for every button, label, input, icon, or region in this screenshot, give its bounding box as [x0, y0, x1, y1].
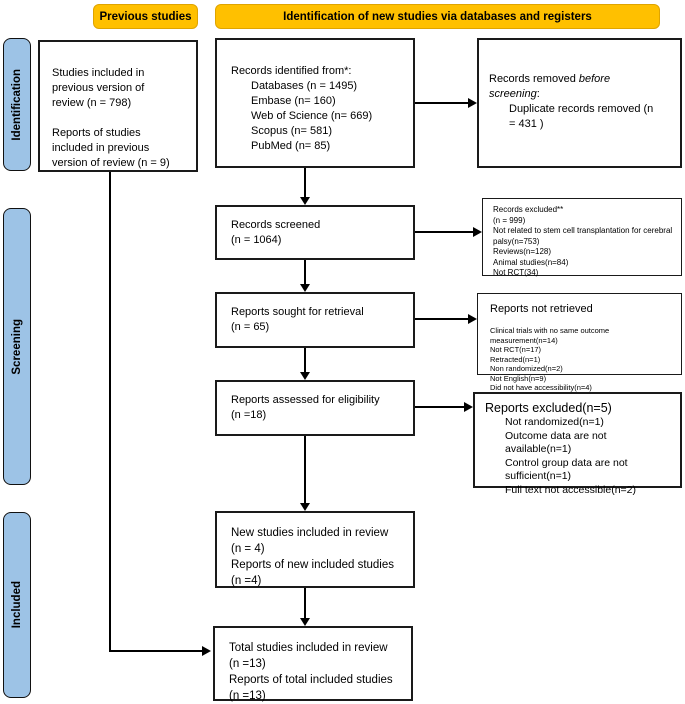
reports-assessed-line2: (n =18)	[231, 409, 267, 421]
header-identification-new-studies: Identification of new studies via databa…	[215, 4, 660, 29]
connector-previous-horizontal	[109, 650, 203, 652]
box-new-studies-included: New studies included in review (n = 4) R…	[215, 511, 415, 588]
reports-not-retrieved-item: Non randomized(n=2)	[490, 364, 563, 373]
records-excluded-line: (n = 999)	[493, 215, 526, 225]
records-removed-item: Duplicate records removed (n = 431 )	[509, 103, 654, 130]
records-removed-prefix: Records removed	[489, 73, 579, 85]
arrowhead-screened-to-excluded	[473, 227, 482, 237]
records-identified-title: Records identified from*:	[231, 65, 352, 77]
arrowhead-sought-to-notretrieved	[468, 314, 477, 324]
box-records-screened: Records screened (n = 1064)	[215, 205, 415, 260]
records-removed-suffix: :	[536, 88, 540, 100]
reports-assessed-line1: Reports assessed for eligibility	[231, 394, 380, 406]
box-total-studies-included: Total studies included in review (n =13)…	[213, 626, 413, 702]
records-identified-item: Databases (n = 1495)	[251, 80, 358, 92]
records-removed-title: Records removed before screening:	[489, 72, 659, 102]
box-previous-review-studies: Studies included in previous version of …	[38, 40, 198, 172]
arrowhead-sought-to-assessed	[300, 372, 310, 380]
previous-review-para1: Studies included in previous version of …	[52, 67, 145, 109]
stage-bar-screening: Screening	[3, 208, 31, 485]
arrow-new-to-total	[304, 588, 306, 619]
reports-not-retrieved-item: Retracted(n=1)	[490, 354, 541, 364]
stage-label-identification: Identification	[11, 68, 23, 141]
records-identified-item: PubMed (n= 85)	[251, 140, 331, 152]
box-records-identified: Records identified from*: Databases (n =…	[215, 38, 415, 168]
stage-label-screening: Screening	[11, 318, 23, 375]
reports-not-retrieved-title: Reports not retrieved	[490, 303, 593, 315]
records-removed-italic: before screening	[489, 73, 611, 100]
records-excluded-line: Not RCT(34)	[493, 268, 539, 277]
reports-sought-line1: Reports sought for retrieval	[231, 306, 364, 318]
box-reports-sought: Reports sought for retrieval (n = 65)	[215, 292, 415, 348]
total-studies-line1: Total studies included in review	[229, 642, 388, 654]
stage-label-included: Included	[11, 581, 23, 629]
arrowhead-new-to-total	[300, 618, 310, 626]
arrow-assessed-to-new	[304, 436, 306, 504]
records-identified-item: Scopus (n= 581)	[251, 125, 333, 137]
total-studies-line4: (n =13)	[229, 690, 266, 702]
stage-bar-identification: Identification	[3, 38, 31, 171]
new-studies-line3: Reports of new included studies	[231, 559, 395, 571]
arrowhead-assessed-to-new	[300, 503, 310, 511]
records-screened-line1: Records screened	[231, 219, 321, 231]
total-studies-line2: (n =13)	[229, 658, 266, 670]
reports-excluded-item: Control group data are not sufficient(n=…	[505, 456, 628, 483]
arrowhead-screened-to-sought	[300, 284, 310, 292]
arrowhead-previous-to-total	[202, 646, 211, 656]
new-studies-line4: (n =4)	[231, 575, 262, 587]
reports-excluded-item: Full text not accessible(n=2)	[505, 483, 637, 496]
previous-review-para2: Reports of studies included in previous …	[52, 127, 170, 169]
header-previous-studies: Previous studies	[93, 4, 198, 29]
reports-not-retrieved-item: Did not have accessibility(n=4)	[490, 383, 592, 392]
reports-not-retrieved-item: Not RCT(n=17)	[490, 345, 542, 354]
arrow-sought-to-assessed	[304, 348, 306, 373]
arrowhead-identified-to-removed	[468, 98, 477, 108]
arrow-assessed-to-excluded5	[415, 406, 465, 408]
box-records-removed-before-screening: Records removed before screening: Duplic…	[477, 38, 682, 168]
reports-not-retrieved-item: Clinical trials with no same outcome mea…	[490, 326, 610, 345]
arrow-screened-to-excluded	[415, 231, 474, 233]
total-studies-line3: Reports of total included studies	[229, 674, 393, 686]
box-reports-excluded-5: Reports excluded(n=5) Not randomized(n=1…	[473, 392, 682, 496]
arrowhead-identified-to-screened	[300, 197, 310, 205]
arrow-identified-to-screened	[304, 168, 306, 198]
records-identified-item: Web of Science (n= 669)	[251, 110, 373, 122]
reports-excluded-item: Outcome data are not available(n=1)	[505, 429, 607, 456]
records-excluded-line: Reviews(n=128)	[493, 247, 552, 256]
box-records-excluded: Records excluded** (n = 999) Not related…	[482, 198, 682, 277]
new-studies-line1: New studies included in review	[231, 527, 389, 539]
stage-bar-included: Included	[3, 512, 31, 698]
arrowhead-assessed-to-excluded5	[464, 402, 473, 412]
records-excluded-line: Animal studies(n=84)	[493, 257, 569, 267]
arrow-sought-to-notretrieved	[415, 318, 469, 320]
box-reports-not-retrieved: Reports not retrieved Clinical trials wi…	[477, 293, 682, 392]
box-reports-assessed: Reports assessed for eligibility (n =18)	[215, 380, 415, 436]
arrow-screened-to-sought	[304, 260, 306, 285]
reports-excluded-item: Not randomized(n=1)	[505, 416, 604, 428]
connector-previous-vertical	[109, 172, 111, 652]
records-screened-line2: (n = 1064)	[231, 234, 282, 246]
arrow-identified-to-removed	[415, 102, 469, 104]
reports-not-retrieved-item: Not English(n=9)	[490, 373, 547, 383]
records-identified-item: Embase (n= 160)	[251, 95, 336, 107]
records-excluded-line: Not related to stem cell transplantation…	[493, 226, 673, 246]
reports-excluded-title: Reports excluded(n=5)	[485, 401, 612, 415]
records-excluded-line: Records excluded**	[493, 205, 564, 214]
new-studies-line2: (n = 4)	[231, 543, 265, 555]
reports-sought-line2: (n = 65)	[231, 321, 270, 333]
